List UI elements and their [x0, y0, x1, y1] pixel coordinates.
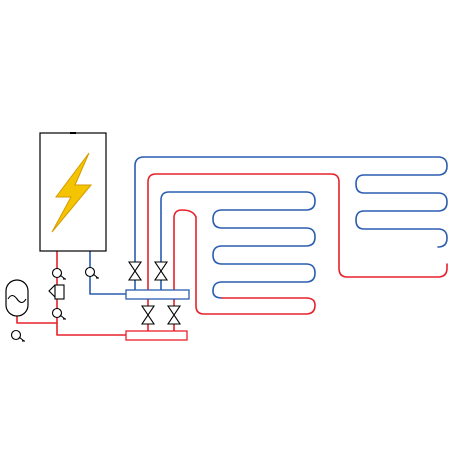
return-piping	[89, 156, 448, 299]
boiler	[39, 132, 107, 252]
gate-valve-icon	[153, 261, 169, 281]
boiler-supply-pipe-4	[56, 317, 127, 336]
gate-valve-icon	[127, 261, 143, 281]
strainer-icon	[48, 284, 65, 300]
return-manifold	[125, 289, 190, 300]
expansion-vessel-icon	[5, 279, 29, 317]
gauge-icon	[10, 329, 25, 342]
gate-valve-icon	[140, 305, 156, 325]
inner-loop-supply	[172, 209, 316, 315]
gauge-icon	[51, 307, 66, 320]
inner-loop-return	[160, 191, 316, 299]
gate-valve-icon	[166, 305, 182, 325]
lightning-bolt-icon	[51, 152, 93, 233]
expansion-vessel-pipe	[16, 316, 58, 324]
supply-manifold	[125, 330, 188, 341]
boiler-return-pipe	[89, 250, 129, 295]
outer-loop-return	[134, 156, 448, 263]
gauge-icon	[84, 266, 99, 279]
gauge-icon	[51, 267, 66, 280]
